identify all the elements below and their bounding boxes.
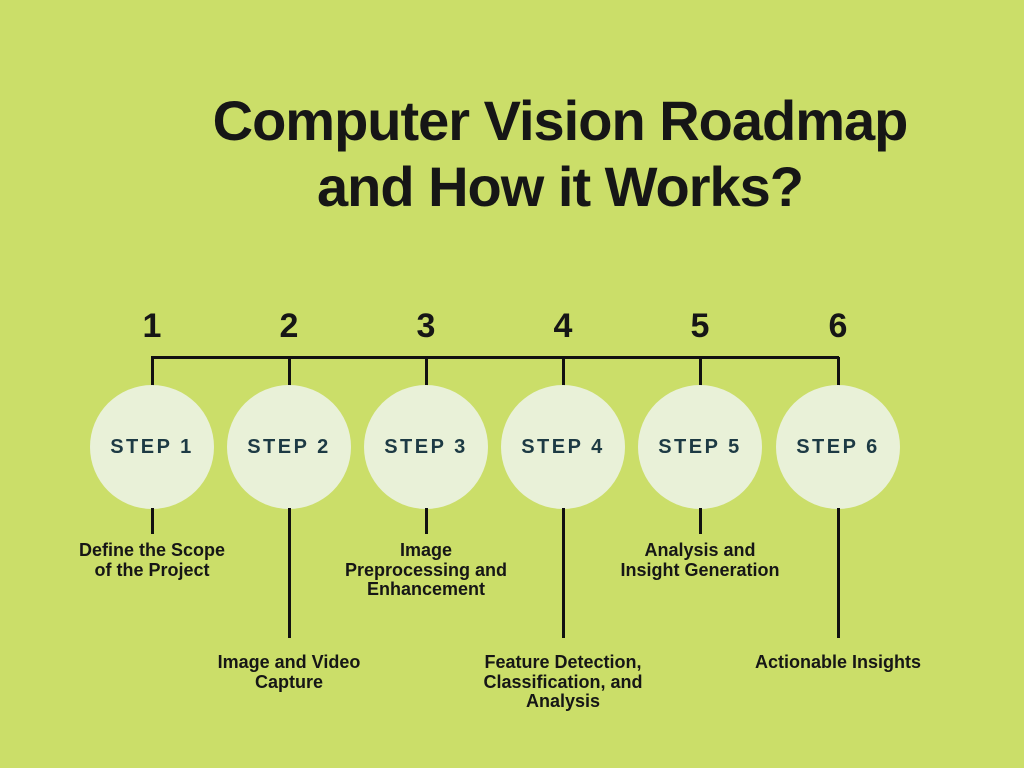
- tick-line: [836, 357, 840, 387]
- page-title: Computer Vision Roadmap and How it Works…: [212, 89, 909, 218]
- step-number: 2: [279, 307, 299, 345]
- tick-line: [287, 357, 291, 387]
- step-number: 5: [690, 307, 710, 345]
- connector-line: [561, 508, 565, 638]
- step-number: 6: [828, 307, 848, 345]
- connector-line: [424, 508, 428, 534]
- step-circle-label: STEP 2: [247, 435, 331, 458]
- connector-line: [836, 508, 840, 638]
- step-column-3: 3 STEP 3 Image Preprocessing and Enhance…: [316, 0, 536, 768]
- step-description: Image Preprocessing and Enhancement: [344, 540, 508, 599]
- step-column-2: 2 STEP 2 Image and Video Capture: [179, 0, 399, 768]
- timeline-horizontal-line: [151, 356, 839, 359]
- step-number: 1: [142, 307, 162, 345]
- step-number: 3: [416, 307, 436, 345]
- step-circle-label: STEP 3: [384, 435, 468, 458]
- tick-line: [561, 357, 565, 387]
- step-circle: STEP 6: [776, 385, 900, 509]
- step-column-1: 1 STEP 1 Define the Scope of the Project: [42, 0, 262, 768]
- tick-line: [150, 357, 154, 387]
- step-circle-label: STEP 6: [796, 435, 880, 458]
- step-circle: STEP 3: [364, 385, 488, 509]
- step-number: 4: [553, 307, 573, 345]
- step-circle: STEP 2: [227, 385, 351, 509]
- step-column-6: 6 STEP 6 Actionable Insights: [728, 0, 948, 768]
- connector-line: [287, 508, 291, 638]
- step-description: Image and Video Capture: [217, 652, 361, 692]
- step-circle-label: STEP 4: [521, 435, 605, 458]
- step-circle: STEP 4: [501, 385, 625, 509]
- step-circle: STEP 1: [90, 385, 214, 509]
- tick-line: [698, 357, 702, 387]
- step-description: Analysis and Insight Generation: [620, 540, 780, 580]
- step-circle-label: STEP 5: [658, 435, 742, 458]
- step-column-5: 5 STEP 5 Analysis and Insight Generation: [590, 0, 810, 768]
- step-description: Define the Scope of the Project: [78, 540, 226, 580]
- connector-line: [150, 508, 154, 534]
- step-circle-label: STEP 1: [110, 435, 194, 458]
- connector-line: [698, 508, 702, 534]
- step-circle: STEP 5: [638, 385, 762, 509]
- step-column-4: 4 STEP 4 Feature Detection, Classificati…: [453, 0, 673, 768]
- step-description: Feature Detection, Classification, and A…: [483, 652, 643, 711]
- tick-line: [424, 357, 428, 387]
- step-description: Actionable Insights: [754, 652, 922, 672]
